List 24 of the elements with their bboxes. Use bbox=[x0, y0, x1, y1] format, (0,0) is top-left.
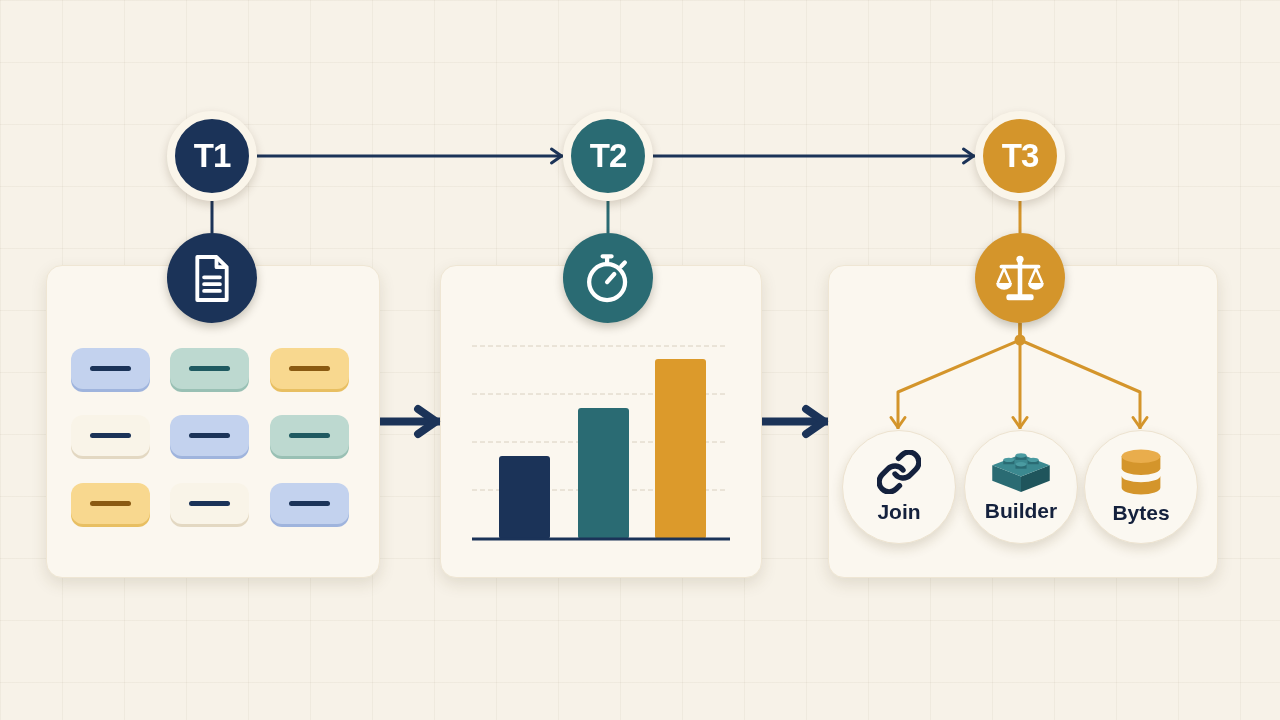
option-label: Join bbox=[877, 500, 921, 524]
option-circle bbox=[964, 430, 1078, 544]
icon-circle bbox=[563, 233, 653, 323]
connector-line bbox=[606, 201, 610, 233]
junction-dot bbox=[1014, 334, 1026, 346]
arrow bbox=[380, 404, 440, 439]
icon-circle bbox=[167, 233, 257, 323]
step-label: T3 bbox=[1001, 137, 1039, 175]
arrow bbox=[762, 404, 828, 439]
option-label: Builder bbox=[984, 499, 1058, 523]
arrow bbox=[1018, 323, 1149, 429]
connector-line bbox=[1018, 201, 1022, 233]
arrow bbox=[257, 147, 563, 165]
panel-card bbox=[440, 265, 762, 578]
connector-line bbox=[210, 201, 214, 233]
arrow bbox=[653, 147, 975, 165]
option-circle bbox=[842, 430, 956, 544]
icon-circle bbox=[975, 233, 1065, 323]
panel-card bbox=[828, 265, 1218, 578]
panel-card bbox=[46, 265, 380, 578]
step-label: T1 bbox=[193, 137, 231, 175]
step-label: T2 bbox=[589, 137, 627, 175]
option-label: Bytes bbox=[1112, 501, 1170, 525]
option-circle bbox=[1084, 430, 1198, 544]
